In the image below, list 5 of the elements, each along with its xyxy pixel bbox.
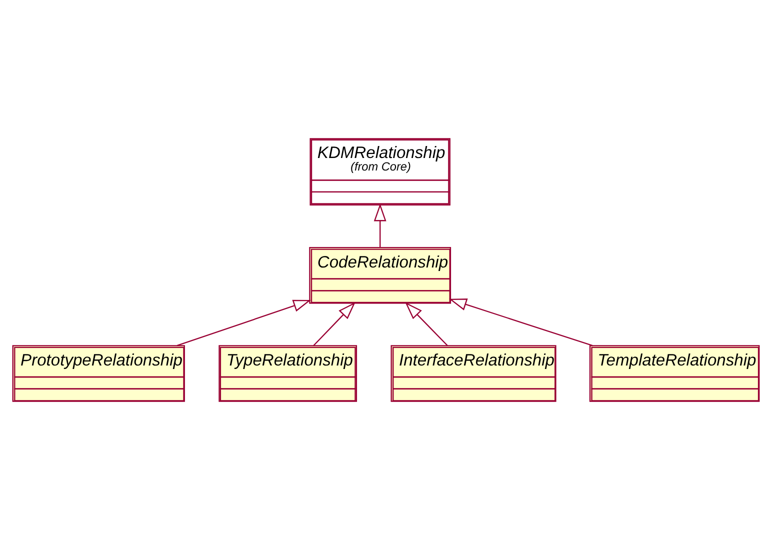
arrow (176, 300, 312, 346)
arrow (405, 302, 448, 346)
arrow (313, 302, 356, 346)
arrow (448, 298, 593, 346)
arrow (374, 203, 386, 248)
